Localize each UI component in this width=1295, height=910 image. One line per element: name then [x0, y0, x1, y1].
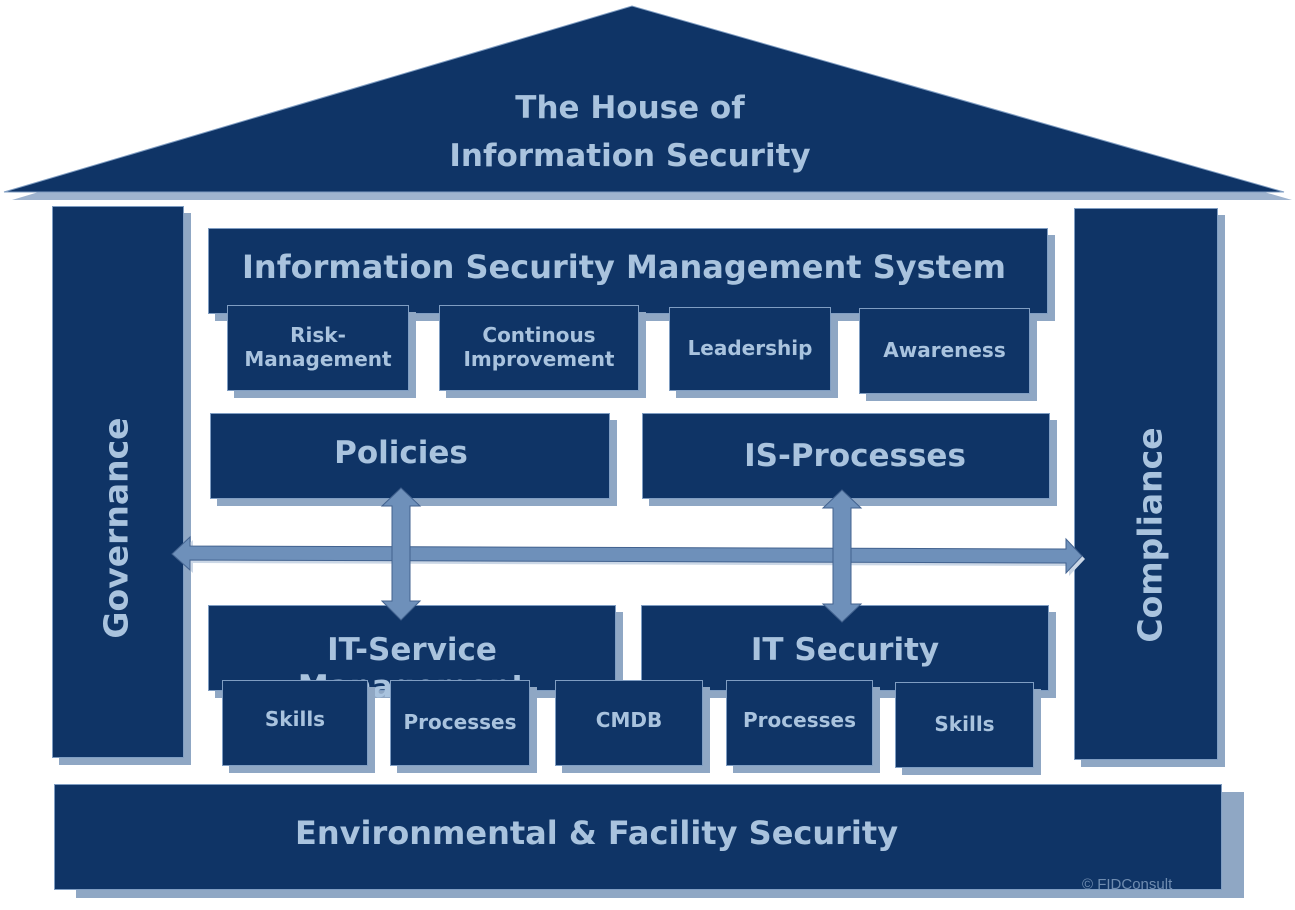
is-processes-box: IS-Processes — [642, 413, 1050, 499]
pillar-compliance-label: Compliance — [1130, 427, 1170, 643]
itsec-item-processes: Processes — [726, 680, 873, 766]
pillar-governance-label: Governance — [96, 417, 136, 639]
isms-item-risk-management: Risk- Management — [227, 305, 409, 391]
isms-title: Information Security Management System — [242, 248, 1007, 286]
isms-item-continous-improvement: Continous Improvement — [439, 305, 639, 391]
itsec-item-skills: Skills — [895, 682, 1034, 768]
pillar-compliance — [1074, 208, 1218, 760]
shared-item-cmdb: CMDB — [555, 680, 703, 766]
isms-item-awareness: Awareness — [859, 308, 1030, 394]
isms-box: Information Security Management System — [208, 228, 1048, 314]
itsm-item-skills: Skills — [222, 680, 368, 766]
pillar-governance — [52, 206, 184, 758]
roof-triangle — [3, 5, 1285, 193]
copyright-notice: © FIDConsult — [1082, 876, 1173, 893]
it-service-management-box: IT-Service Management — [208, 605, 616, 705]
roof-title: The House of Information Security — [330, 84, 930, 180]
it-security-box: IT Security — [641, 605, 1049, 691]
isms-item-leadership: Leadership — [669, 307, 831, 391]
foundation-label: Environmental & Facility Security — [295, 814, 899, 853]
roof-title-line1: The House of — [515, 90, 745, 126]
foundation-box: Environmental & Facility Security — [54, 784, 1222, 890]
itsm-item-processes: Processes — [390, 680, 530, 766]
roof-title-line2: Information Security — [449, 138, 811, 175]
policies-box: Policies — [210, 413, 610, 499]
